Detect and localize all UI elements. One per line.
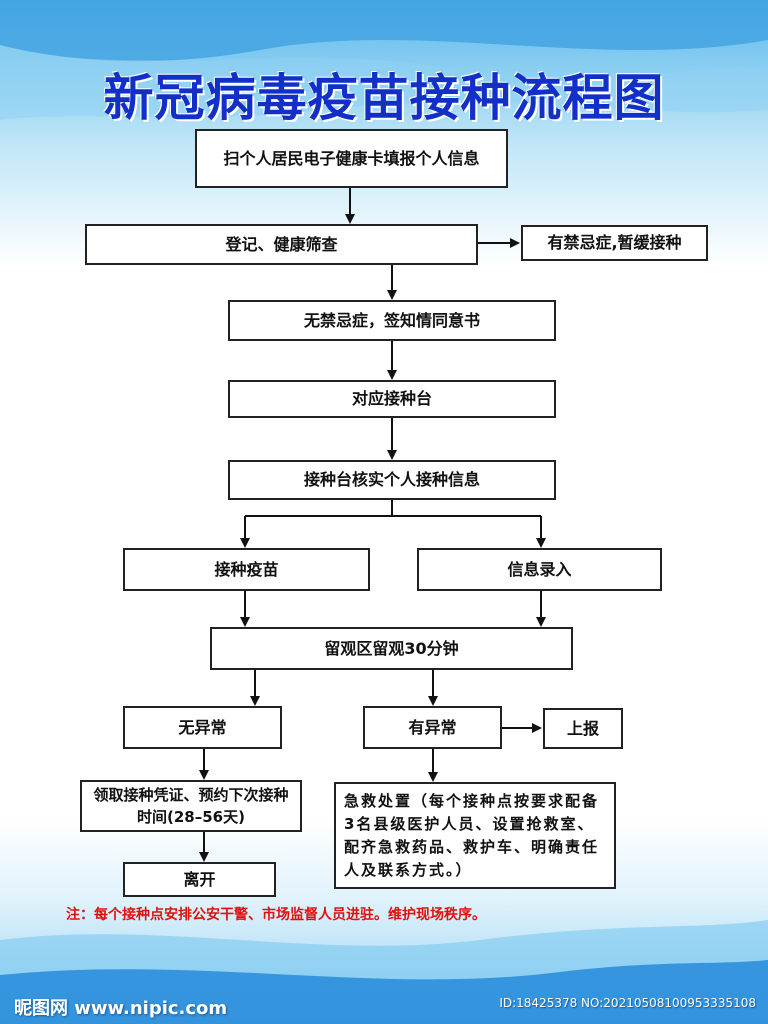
- step-sign-consent: 无禁忌症，签知情同意书: [228, 300, 556, 341]
- step-certificate-appointment: 领取接种凭证、预约下次接种时间(28–56天): [80, 780, 302, 832]
- step-abnormality: 有异常: [363, 706, 502, 749]
- watermark-site: 昵图网 www.nipic.com: [14, 998, 228, 1019]
- step-info-entry: 信息录入: [417, 548, 662, 591]
- page-title: 新冠病毒疫苗接种流程图: [103, 69, 665, 127]
- step-observation: 留观区留观30分钟: [210, 627, 573, 670]
- step-vaccinate: 接种疫苗: [123, 548, 370, 591]
- step-report: 上报: [543, 708, 623, 749]
- step-register-screening: 登记、健康筛查: [85, 224, 478, 265]
- step-contraindication-defer: 有禁忌症,暂缓接种: [521, 225, 708, 261]
- step-scan-health-card: 扫个人居民电子健康卡填报个人信息: [195, 129, 508, 188]
- step-emergency-treatment: 急救处置（每个接种点按要求配备3名县级医护人员、设置抢救室、配齐急救药品、救护车…: [334, 782, 616, 889]
- watermark-id: ID:18425378 NO:20210508100953335108: [499, 996, 756, 1010]
- step-leave: 离开: [123, 862, 276, 897]
- footer-note: 注：每个接种点安排公安干警、市场监督人员进驻。维护现场秩序。: [66, 907, 486, 923]
- step-verify-info: 接种台核实个人接种信息: [228, 460, 556, 500]
- step-no-abnormality: 无异常: [123, 706, 282, 749]
- step-vaccination-station: 对应接种台: [228, 380, 556, 418]
